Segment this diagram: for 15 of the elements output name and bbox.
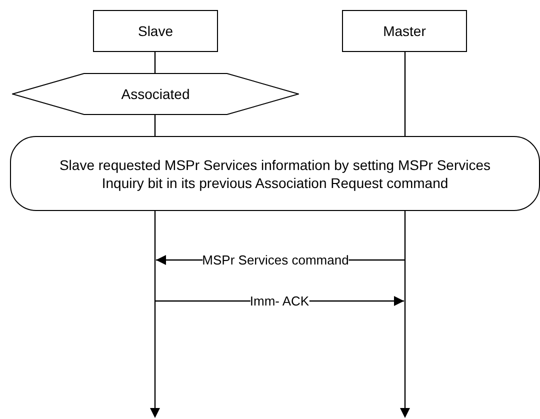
condition-box [10, 136, 540, 211]
lifeline [154, 52, 156, 73]
edge-label: MSPr Services command [202, 254, 349, 266]
lifeline-arrow [400, 211, 410, 418]
node-text: Associated [121, 85, 190, 103]
lifeline-arrow [150, 211, 160, 418]
participant-box [93, 10, 218, 52]
node-text: Slave requested MSPr Services information by setting MSPr Services Inquiry bit in its previous Association Request command [58, 156, 492, 192]
lifeline [154, 115, 156, 136]
edge-label: Imm- ACK [250, 294, 310, 308]
node-text: Master [383, 22, 426, 40]
node-text: Slave [138, 22, 174, 40]
lifeline [404, 52, 406, 136]
participant-box [342, 10, 467, 52]
state-hexagon [12, 73, 299, 115]
